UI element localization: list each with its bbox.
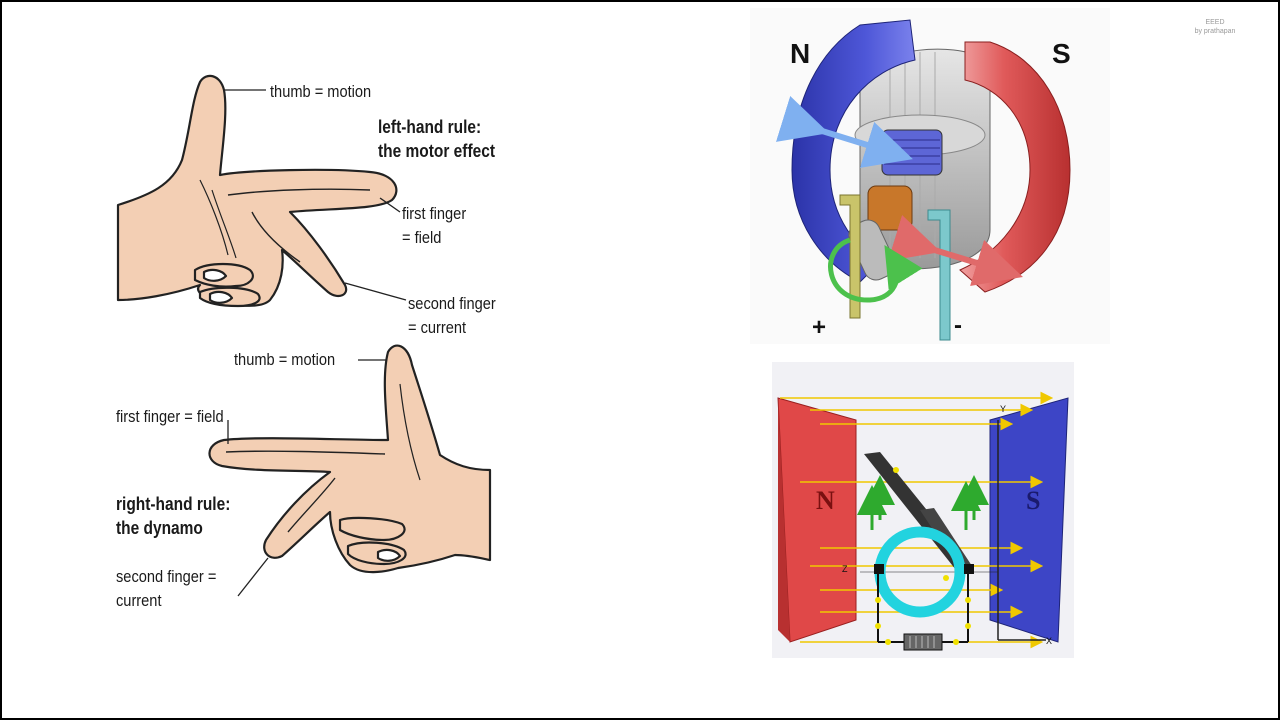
right-second-line-2: current <box>116 591 162 610</box>
left-rule-title: left-hand rule: the motor effect <box>378 115 495 163</box>
left-rule-line-2: the motor effect <box>378 141 495 161</box>
right-rule-title: right-hand rule: the dynamo <box>116 492 230 540</box>
watermark: EEED by prathapan <box>1170 18 1260 36</box>
right-thumb-label: thumb = motion <box>234 350 336 369</box>
generator-axis-x-label: X <box>1046 636 1053 646</box>
left-first-line-1: first finger <box>402 204 467 223</box>
left-second-finger-label: second finger = current <box>408 292 496 340</box>
generator-south-label: S <box>1026 486 1041 515</box>
left-thumb-label: thumb = motion <box>270 82 372 101</box>
right-hand-palm <box>208 344 492 574</box>
left-first-line-2: = field <box>402 228 442 247</box>
right-first-finger-label: first finger = field <box>116 407 224 426</box>
generator-load-resistor <box>903 633 943 651</box>
generator-north-label: N <box>816 486 835 515</box>
watermark-line-2: by prathapan <box>1194 28 1236 35</box>
motor-south-label: S <box>1052 38 1071 69</box>
left-second-line-2: = current <box>408 318 467 337</box>
right-second-line-1: second finger = <box>116 567 217 586</box>
right-second-finger-label: second finger = current <box>116 565 216 613</box>
motor-north-label: N <box>790 38 811 69</box>
motor-minus-label: - <box>954 312 962 339</box>
generator-north-magnet <box>777 397 857 643</box>
left-second-line-1: second finger <box>408 294 496 313</box>
left-first-finger-label: first finger = field <box>402 202 466 250</box>
watermark-line-1: EEED <box>1205 19 1225 26</box>
generator-south-magnet <box>989 397 1069 643</box>
generator-axis-z-label: Z <box>842 564 848 574</box>
generator-axis-y-label: Y <box>1000 404 1007 414</box>
right-rule-line-2: the dynamo <box>116 518 203 538</box>
motor-south-magnet <box>959 41 1071 293</box>
left-rule-line-1: left-hand rule: <box>378 117 482 137</box>
right-rule-line-1: right-hand rule: <box>116 494 231 514</box>
motor-plus-label: + <box>812 314 827 341</box>
